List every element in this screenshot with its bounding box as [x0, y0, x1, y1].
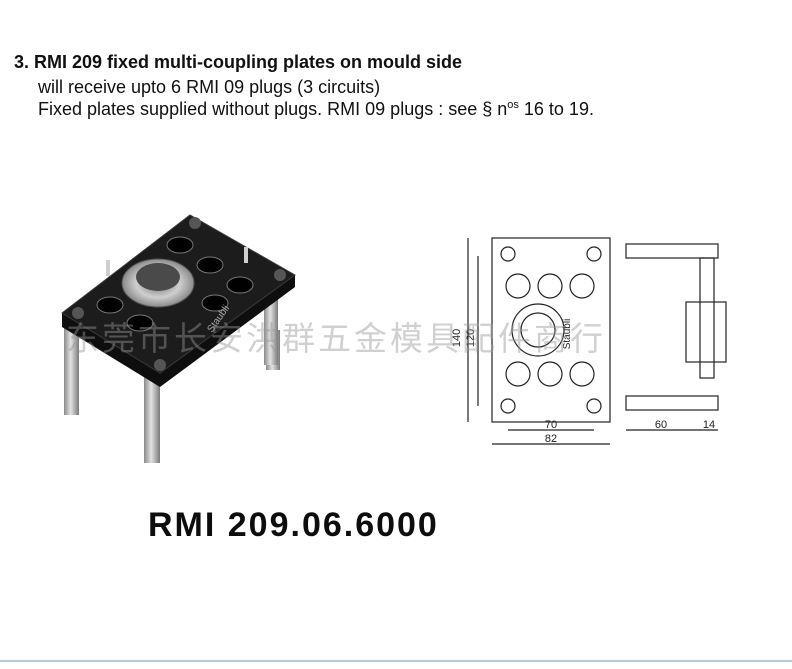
- central-hub-bore: [136, 263, 180, 291]
- plug-hole: [96, 296, 124, 314]
- plug-hole: [201, 294, 229, 312]
- screw: [154, 359, 166, 371]
- side-view-top-bar: [625, 243, 719, 259]
- plug-hole: [166, 236, 194, 254]
- corner-hole: [586, 398, 602, 414]
- dim-14: 14: [703, 419, 715, 431]
- dim-70: 70: [545, 419, 557, 431]
- leg-front-left: [144, 375, 160, 463]
- plug-hole: [226, 276, 254, 294]
- plug-hole: [505, 273, 531, 299]
- plug-hole: [537, 273, 563, 299]
- plug-hole: [569, 361, 595, 387]
- dim-120: 120: [465, 329, 477, 347]
- corner-hole: [500, 398, 516, 414]
- dim-82: 82: [545, 433, 557, 445]
- dimension-labels: 140 120 70 82 60 14: [451, 329, 715, 445]
- plug-hole: [569, 273, 595, 299]
- pin-right: [244, 247, 248, 263]
- description-line-1: will receive upto 6 RMI 09 plugs (3 circ…: [38, 77, 381, 97]
- description-line-2: Fixed plates supplied without plugs. RMI…: [38, 99, 594, 120]
- description-line-2-superscript: os: [507, 99, 519, 111]
- product-reference: RMI 209.06.6000: [148, 506, 439, 544]
- description-line-2-text: Fixed plates supplied without plugs. RMI…: [38, 99, 508, 119]
- technical-drawing: 140 120 70 82 60 14 Staubli: [451, 237, 727, 445]
- front-view-plate: [491, 237, 611, 423]
- corner-hole: [586, 246, 602, 262]
- corner-hole: [500, 246, 516, 262]
- drawing-plate-mark: Staubli: [562, 319, 573, 350]
- drawing-mark-group: Staubli: [562, 319, 573, 350]
- plug-hole: [126, 314, 154, 332]
- plug-hole: [196, 256, 224, 274]
- dim-60: 60: [655, 419, 667, 431]
- screw: [189, 217, 201, 229]
- screw: [274, 269, 286, 281]
- description-line-2-end: 16 to 19.: [518, 99, 594, 119]
- pin-left: [106, 260, 110, 276]
- section-heading: 3. RMI 209 fixed multi-coupling plates o…: [14, 52, 463, 72]
- plug-hole: [505, 361, 531, 387]
- screw: [72, 307, 84, 319]
- side-view-hub: [685, 301, 727, 363]
- dim-140: 140: [451, 329, 463, 347]
- center-hub-inner: [520, 312, 556, 348]
- side-view-bottom-bar: [625, 395, 719, 411]
- plate-side: [62, 275, 295, 387]
- plug-hole: [537, 361, 563, 387]
- leg-back-left: [64, 320, 79, 415]
- bottom-rule: [0, 660, 792, 662]
- product-photo: Staubli: [61, 214, 296, 463]
- center-hub-outer: [511, 303, 565, 357]
- side-view-right-post: [699, 257, 715, 379]
